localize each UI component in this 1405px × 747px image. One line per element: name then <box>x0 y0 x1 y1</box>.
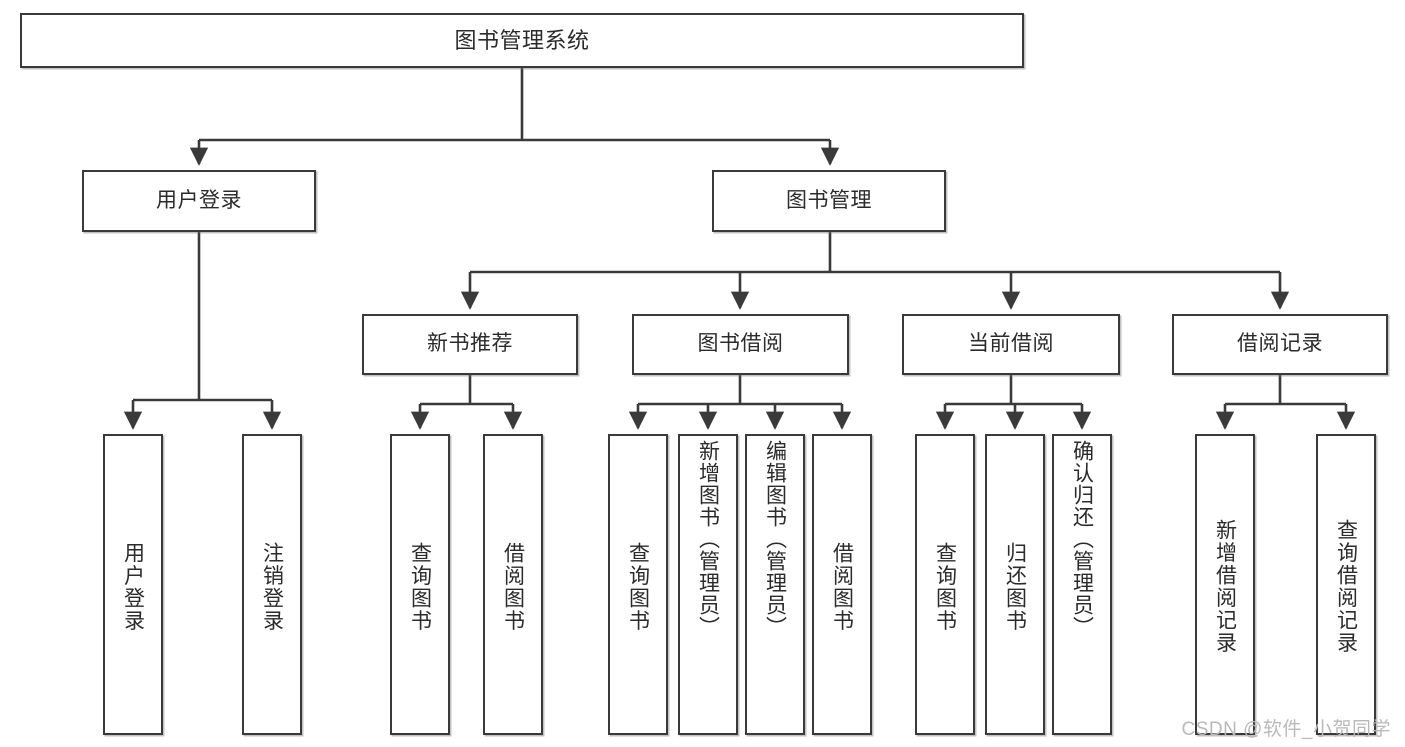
node-root-label: 图书管理系统 <box>454 27 590 53</box>
node-book-manage[interactable]: 图书管理 <box>712 170 946 232</box>
node-leaf-add-book[interactable]: 新增图书（管理员） <box>678 434 738 735</box>
node-current-borrow-label: 当前借阅 <box>968 332 1054 356</box>
node-root[interactable]: 图书管理系统 <box>20 13 1024 68</box>
node-borrow-record-label: 借阅记录 <box>1237 332 1323 356</box>
node-new-book-rec-label: 新书推荐 <box>427 332 513 356</box>
node-leaf-query-book-2[interactable]: 查询图书 <box>608 434 668 735</box>
node-leaf-query-book-3[interactable]: 查询图书 <box>915 434 975 735</box>
node-leaf-edit-book-label: 编辑图书（管理员） <box>763 440 787 638</box>
node-book-manage-label: 图书管理 <box>786 188 872 212</box>
node-leaf-add-record-label: 新增借阅记录 <box>1213 519 1237 654</box>
node-leaf-confirm-return-label: 确认归还（管理员） <box>1070 440 1094 638</box>
node-leaf-query-book-2-label: 查询图书 <box>626 541 650 632</box>
node-leaf-user-logout[interactable]: 注销登录 <box>242 434 302 735</box>
node-user-login[interactable]: 用户登录 <box>82 170 316 232</box>
node-current-borrow[interactable]: 当前借阅 <box>902 314 1120 375</box>
node-leaf-borrow-book-2[interactable]: 借阅图书 <box>812 434 872 735</box>
node-borrow-record[interactable]: 借阅记录 <box>1172 314 1388 375</box>
node-leaf-query-book-3-label: 查询图书 <box>933 541 957 632</box>
node-book-borrow[interactable]: 图书借阅 <box>632 314 849 375</box>
node-leaf-user-login-label: 用户登录 <box>121 541 145 632</box>
node-new-book-rec[interactable]: 新书推荐 <box>362 314 578 375</box>
node-leaf-add-book-label: 新增图书（管理员） <box>696 440 720 638</box>
node-leaf-query-book-1[interactable]: 查询图书 <box>390 434 450 735</box>
node-leaf-query-record[interactable]: 查询借阅记录 <box>1316 434 1376 735</box>
node-leaf-query-book-1-label: 查询图书 <box>408 541 432 632</box>
node-leaf-add-record[interactable]: 新增借阅记录 <box>1195 434 1255 735</box>
node-leaf-edit-book[interactable]: 编辑图书（管理员） <box>745 434 805 735</box>
node-book-borrow-label: 图书借阅 <box>697 332 784 356</box>
node-leaf-borrow-book-1[interactable]: 借阅图书 <box>483 434 543 735</box>
node-user-login-label: 用户登录 <box>156 188 242 212</box>
node-leaf-borrow-book-1-label: 借阅图书 <box>501 541 525 632</box>
node-leaf-query-record-label: 查询借阅记录 <box>1334 519 1358 654</box>
node-leaf-confirm-return[interactable]: 确认归还（管理员） <box>1052 434 1112 735</box>
node-leaf-borrow-book-2-label: 借阅图书 <box>830 541 854 632</box>
node-leaf-return-book[interactable]: 归还图书 <box>985 434 1045 735</box>
node-leaf-return-book-label: 归还图书 <box>1003 541 1027 632</box>
node-leaf-user-login[interactable]: 用户登录 <box>103 434 163 735</box>
watermark: CSDN @软件_小贺同学 <box>1181 719 1391 740</box>
node-leaf-user-logout-label: 注销登录 <box>260 541 284 632</box>
